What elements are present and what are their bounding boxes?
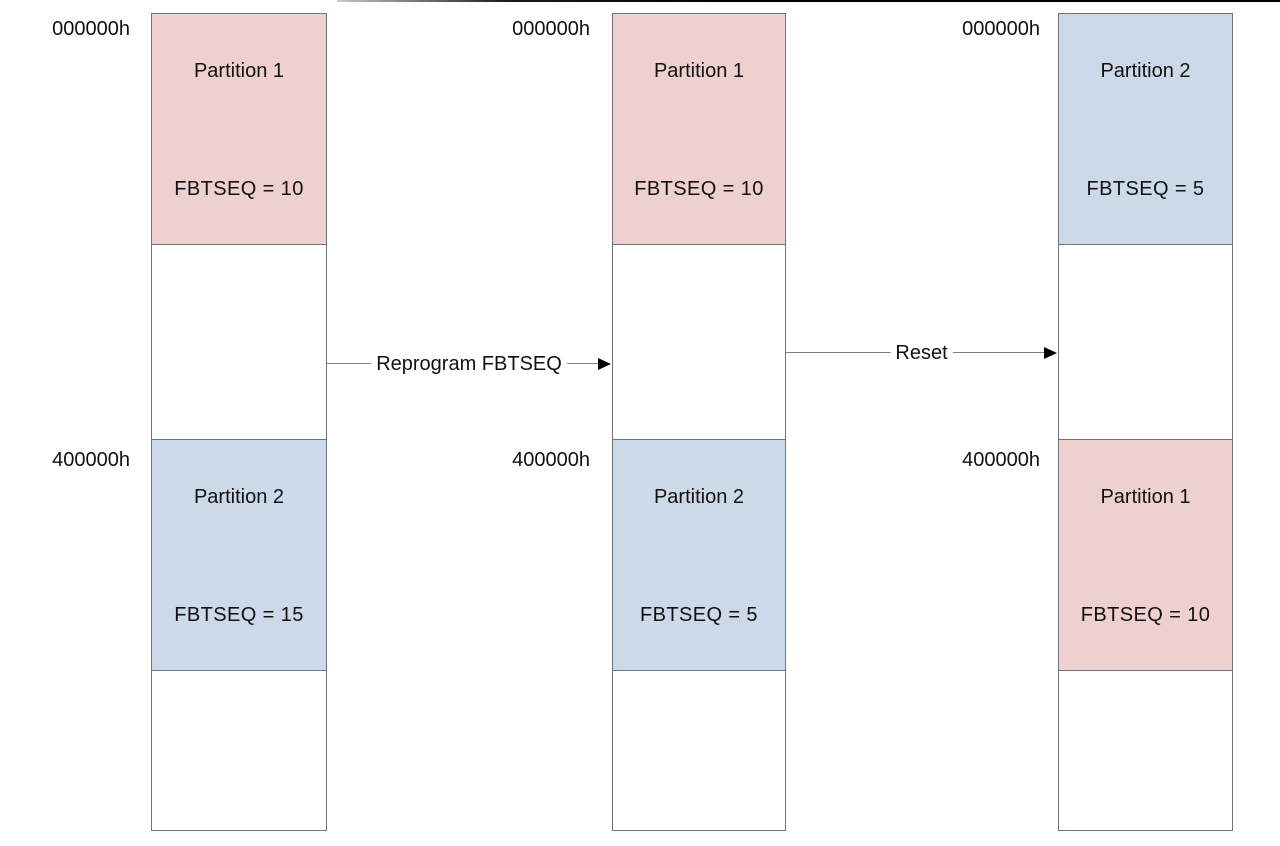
empty-region [1059,245,1232,440]
top-border-line [337,0,1280,2]
memory-map-column-3: Partition 2 FBTSEQ = 5 Partition 1 FBTSE… [1058,13,1233,831]
partition-name: Partition 1 [653,60,745,82]
address-label: 000000h [962,18,1040,40]
memory-map-column-1: Partition 1 FBTSEQ = 10 Partition 2 FBTS… [151,13,327,831]
partition-block: Partition 1 FBTSEQ = 10 [1059,440,1232,671]
partition-block: Partition 2 FBTSEQ = 5 [613,440,785,671]
partition-fbtseq-value: FBTSEQ = 10 [634,178,764,200]
partition-fbtseq-value: FBTSEQ = 10 [1080,604,1211,626]
empty-region [152,671,326,830]
empty-region [152,245,326,440]
empty-region [613,245,785,440]
address-label: 400000h [512,449,590,471]
address-label: 000000h [52,18,130,40]
partition-name: Partition 1 [1100,486,1191,508]
empty-region [1059,671,1232,830]
partition-block: Partition 1 FBTSEQ = 10 [152,14,326,245]
arrow-label: Reprogram FBTSEQ [371,351,567,377]
arrow-label: Reset [890,340,953,366]
address-label: 000000h [512,18,590,40]
partition-block: Partition 2 FBTSEQ = 5 [1059,14,1232,245]
partition-block: Partition 1 FBTSEQ = 10 [613,14,785,245]
memory-map-column-2: Partition 1 FBTSEQ = 10 Partition 2 FBTS… [612,13,786,831]
empty-region [613,671,785,830]
arrow-head-icon [598,357,611,370]
partition-block: Partition 2 FBTSEQ = 15 [152,440,326,671]
partition-name: Partition 2 [1100,60,1191,82]
partition-fbtseq-value: FBTSEQ = 15 [174,604,304,626]
partition-name: Partition 2 [653,486,745,508]
partition-fbtseq-value: FBTSEQ = 10 [174,178,304,200]
arrow-head-icon [1044,346,1057,359]
address-label: 400000h [962,449,1040,471]
partition-name: Partition 2 [193,486,285,508]
partition-fbtseq-value: FBTSEQ = 5 [640,604,758,626]
partition-fbtseq-value: FBTSEQ = 5 [1086,178,1205,200]
partition-name: Partition 1 [193,60,285,82]
address-label: 400000h [52,449,130,471]
